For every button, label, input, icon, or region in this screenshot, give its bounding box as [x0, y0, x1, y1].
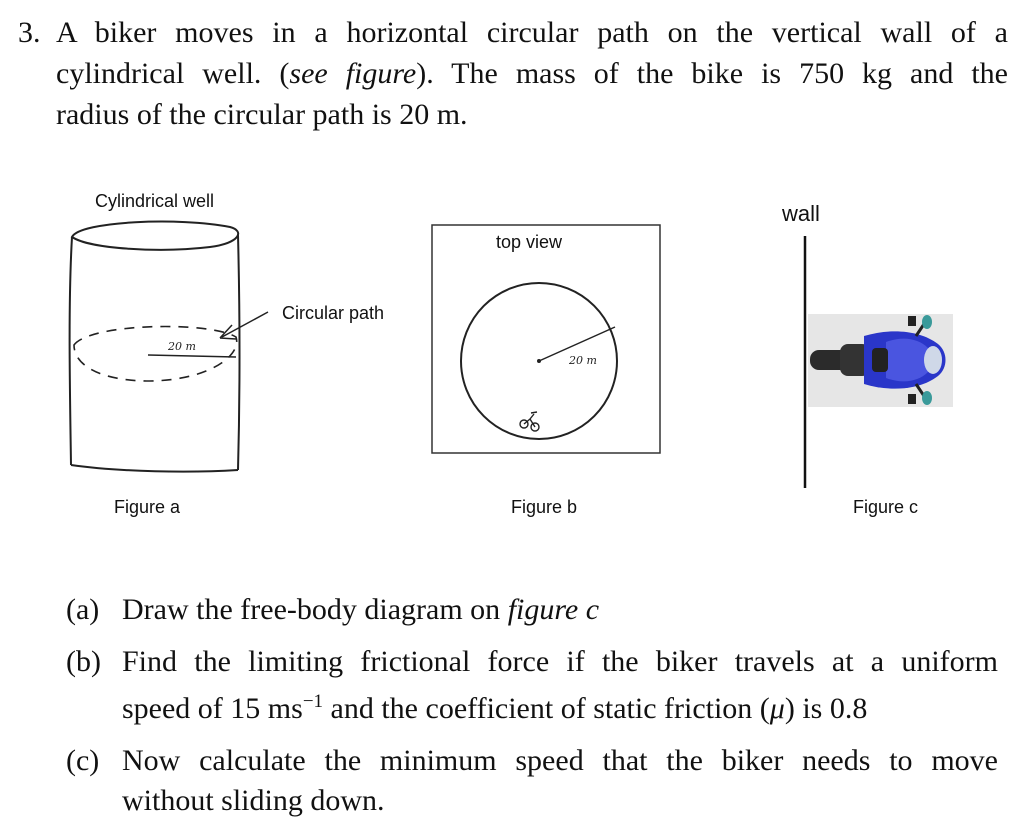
part-b: (b) Find the limiting frictional force i…	[66, 642, 998, 729]
part-c: (c) Now calculate the minimum speed that…	[66, 741, 998, 821]
top-view-radius-label: 20 m	[568, 354, 597, 367]
cylindrical-well-diagram: 20 m Circular path	[68, 220, 384, 473]
part-b-label: (b)	[66, 645, 101, 678]
top-view-frame	[431, 224, 661, 454]
figure-b-caption: Figure b	[511, 497, 578, 517]
well-bottom	[70, 464, 239, 473]
part-b-text: Find the limiting frictional force if th…	[122, 642, 998, 729]
part-c-line-2: without sliding down.	[122, 784, 385, 817]
part-a: (a) Draw the free-body diagram on figure…	[66, 590, 998, 630]
radius-line	[147, 354, 237, 358]
problem-line-3: radius of the circular path is 20 m.	[56, 98, 468, 131]
mu-symbol: μ	[769, 692, 785, 725]
part-c-text: Now calculate the minimum speed that the…	[122, 741, 998, 821]
well-right-wall	[237, 234, 241, 471]
see-figure-text: see figure	[289, 57, 417, 90]
circular-path-label: Circular path	[282, 303, 384, 323]
circular-path-pointer	[221, 311, 269, 338]
well-radius-label: 20 m	[167, 340, 196, 353]
pointer-arrowhead	[219, 324, 237, 340]
figure-c-caption: Figure c	[853, 497, 919, 517]
problem-statement: 3. A biker moves in a horizontal circula…	[18, 12, 1008, 135]
problem-line-1: A biker moves in a horizontal circular p…	[56, 16, 1008, 49]
part-b-line-2: speed of 15 ms−1 and the coefficient of …	[122, 682, 998, 729]
part-a-text: Draw the free-body diagram on figure c	[122, 590, 998, 630]
figure-a-title: Cylindrical well	[95, 191, 215, 211]
problem-number: 3.	[18, 16, 41, 49]
problem-line-2-part-b: ). The mass of the bike is 750 kg and th…	[416, 57, 1008, 90]
circular-path-dashed	[73, 325, 238, 382]
part-b-value-text: ) is 0.8	[784, 692, 868, 725]
part-c-label: (c)	[66, 744, 100, 777]
wall-label: wall	[782, 201, 820, 226]
part-b-friction-text: and the coefficient of static friction (	[323, 692, 770, 725]
top-view-title: top view	[496, 232, 563, 252]
part-a-label: (a)	[66, 593, 100, 626]
problem-text: A biker moves in a horizontal circular p…	[56, 12, 1008, 135]
well-rim	[70, 220, 240, 251]
figure-c-reference: figure c	[507, 593, 600, 626]
part-b-speed-text: speed of 15 ms	[122, 692, 303, 725]
top-view-radius-line	[538, 326, 616, 362]
problem-line-2: cylindrical well. (see figure). The mass…	[56, 53, 1008, 94]
well-left-wall	[68, 236, 73, 466]
question-parts: (a) Draw the free-body diagram on figure…	[66, 590, 998, 833]
problem-line-2-part-a: cylindrical well. (	[56, 57, 290, 90]
part-b-exponent: −1	[302, 691, 324, 712]
part-c-line-1: Now calculate the minimum speed that the…	[122, 744, 998, 777]
figure-a-caption: Figure a	[114, 497, 181, 517]
top-view-circle	[460, 282, 618, 440]
part-a-text-main: Draw the free-body diagram on	[122, 593, 501, 626]
wall-bike-diagram	[803, 236, 953, 488]
motorcycle-icon	[810, 315, 946, 405]
bike-sketch-icon	[519, 411, 540, 432]
top-view-diagram: top view 20 m	[431, 224, 661, 454]
part-b-line-1: Find the limiting frictional force if th…	[122, 645, 998, 678]
